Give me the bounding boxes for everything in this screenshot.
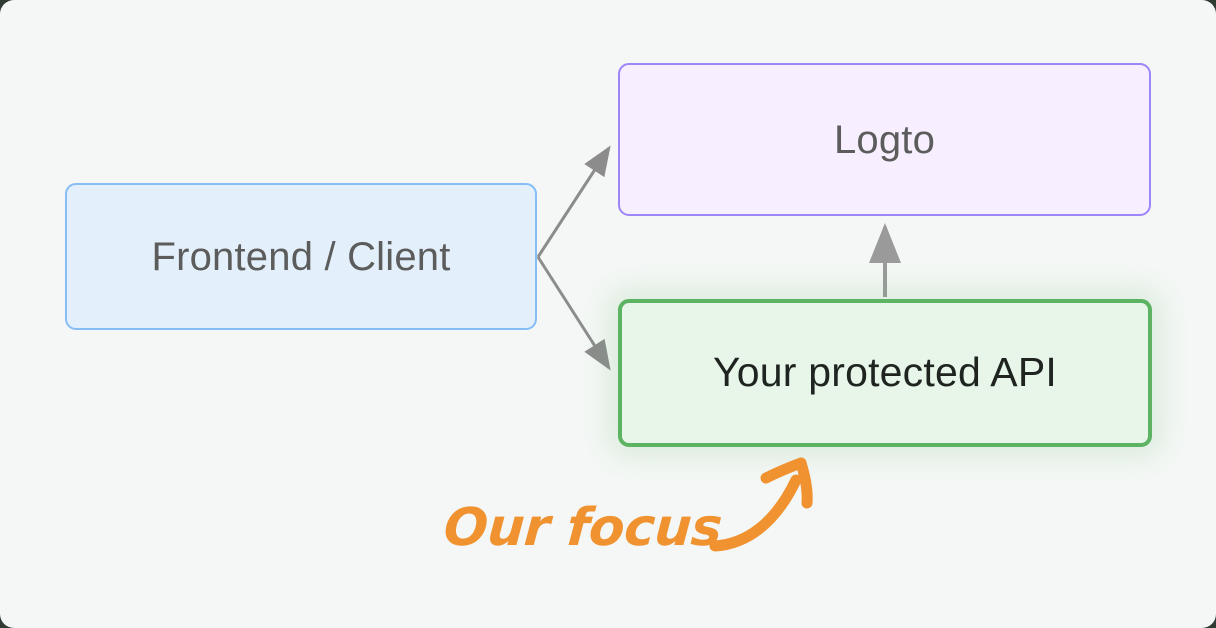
- node-frontend-client-label: Frontend / Client: [151, 234, 451, 279]
- edge-frontend-to-logto: [536, 145, 611, 258]
- node-logto-label: Logto: [833, 117, 936, 162]
- curved-arrow-up-right-icon: [709, 457, 813, 552]
- node-frontend-client[interactable]: Frontend / Client: [65, 183, 537, 330]
- node-logto[interactable]: Logto: [618, 63, 1151, 216]
- edge-frontend-to-api: [536, 256, 611, 371]
- node-protected-api-label: Your protected API: [713, 349, 1057, 396]
- focus-annotation: Our focus: [430, 450, 830, 600]
- node-protected-api[interactable]: Your protected API: [618, 299, 1152, 447]
